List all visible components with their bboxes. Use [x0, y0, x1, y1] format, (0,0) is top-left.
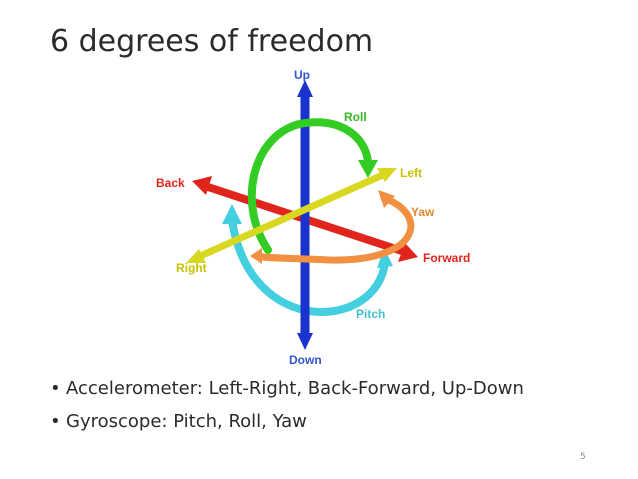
left-right-axis — [194, 170, 389, 261]
page-number: 5 — [580, 452, 586, 462]
up-arrowhead-icon — [297, 80, 313, 97]
label-back: Back — [156, 176, 185, 190]
label-right: Right — [176, 261, 207, 275]
yaw-arrowhead-icon — [378, 190, 395, 208]
label-forward: Forward — [423, 251, 470, 265]
back-arrowhead-icon — [192, 176, 212, 195]
right-arrowhead-icon — [186, 249, 206, 263]
pitch-arrow — [228, 216, 389, 316]
bullet-item: •Gyroscope: Pitch, Roll, Yaw — [50, 409, 524, 442]
left-arrowhead-icon — [377, 168, 397, 182]
label-left: Left — [400, 166, 422, 180]
label-pitch: Pitch — [356, 307, 385, 321]
label-roll: Roll — [344, 110, 367, 124]
roll-arrowhead-icon — [358, 160, 378, 178]
label-yaw: Yaw — [411, 205, 435, 219]
bullet-marker: • — [50, 378, 61, 399]
bullet-marker: • — [50, 411, 61, 432]
yaw-arrowhead-icon — [250, 248, 262, 264]
bullet-text: Accelerometer: Left-Right, Back-Forward,… — [66, 378, 524, 399]
label-down: Down — [289, 353, 322, 367]
pitch-arrowhead-icon — [377, 248, 393, 268]
bullet-text: Gyroscope: Pitch, Roll, Yaw — [66, 411, 307, 432]
bullet-item: •Accelerometer: Left-Right, Back-Forward… — [50, 376, 524, 409]
label-up: Up — [294, 68, 310, 82]
down-arrowhead-icon — [297, 333, 313, 350]
forward-arrowhead-icon — [398, 243, 418, 262]
yaw-arrow — [254, 194, 415, 264]
pitch-arrowhead-icon — [222, 204, 242, 224]
slide-title: 6 degrees of freedom — [50, 24, 374, 59]
roll-arrow — [247, 118, 372, 254]
bullet-list: •Accelerometer: Left-Right, Back-Forward… — [50, 376, 524, 442]
